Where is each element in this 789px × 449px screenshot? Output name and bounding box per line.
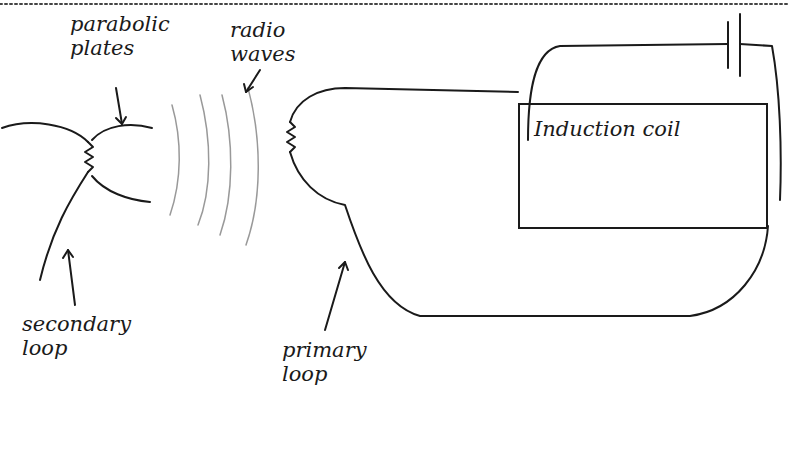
annotation-label: secondary loop bbox=[22, 312, 132, 360]
annotation-label: parabolic plates bbox=[70, 12, 180, 60]
annotation-label: radio waves bbox=[230, 18, 320, 66]
induction-coil-box: Induction coil bbox=[518, 103, 768, 229]
box-label: Induction coil bbox=[534, 117, 734, 141]
annotation-label: primary loop bbox=[282, 338, 382, 386]
